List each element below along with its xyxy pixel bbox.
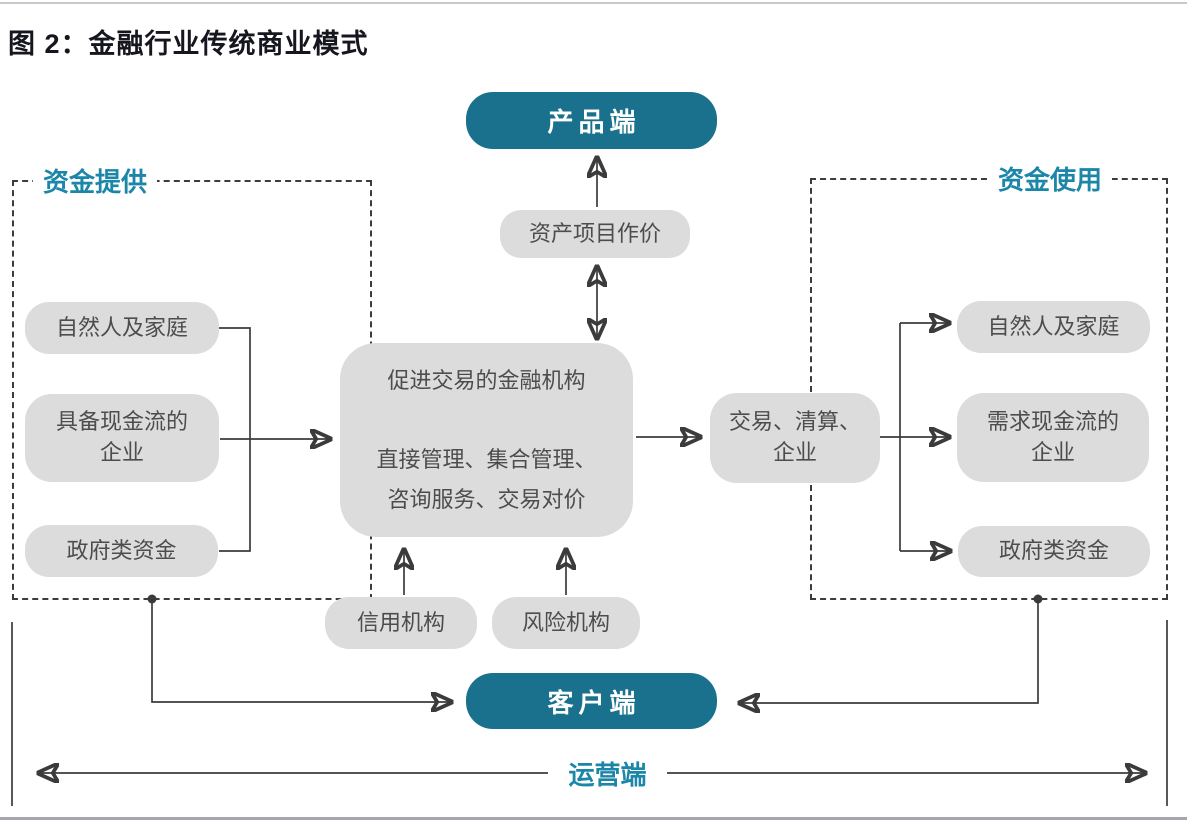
fund-supply-item-government-funds: 政府类资金 [25,525,218,577]
fund-supply-item-cashflow-enterprises: 具备现金流的 企业 [25,394,219,482]
product-end-node: 产品端 [466,92,717,149]
client-connectors [147,594,1043,704]
asset-pricing-node: 资产项目作价 [500,210,690,258]
fund-use-label: 资金使用 [988,160,1113,197]
fund-use-item-cashflow-enterprises: 需求现金流的 企业 [957,393,1149,482]
operation-arrows [11,620,1168,806]
operation-end-label: 运营端 [548,756,667,790]
fund-use-item-individuals: 自然人及家庭 [957,301,1150,353]
credit-agency-node: 信用机构 [325,597,477,649]
central-institution-node: 促进交易的金融机构 直接管理、集合管理、 咨询服务、交易对价 [340,343,633,537]
agency-arrows [404,549,566,595]
fund-use-connectors [880,323,951,551]
fund-supply-item-individuals: 自然人及家庭 [25,302,219,354]
fund-supply-label: 资金提供 [33,162,158,199]
fund-supply-connectors [219,327,331,552]
client-end-node: 客户端 [466,673,717,729]
trade-clearing-node: 交易、清算、 企业 [710,393,880,483]
figure-title: 图 2：金融行业传统商业模式 [8,29,369,59]
fund-use-item-government-funds: 政府类资金 [958,526,1150,577]
risk-agency-node: 风险机构 [492,597,640,649]
bottom-divider [0,817,1187,820]
top-divider [0,2,1187,4]
